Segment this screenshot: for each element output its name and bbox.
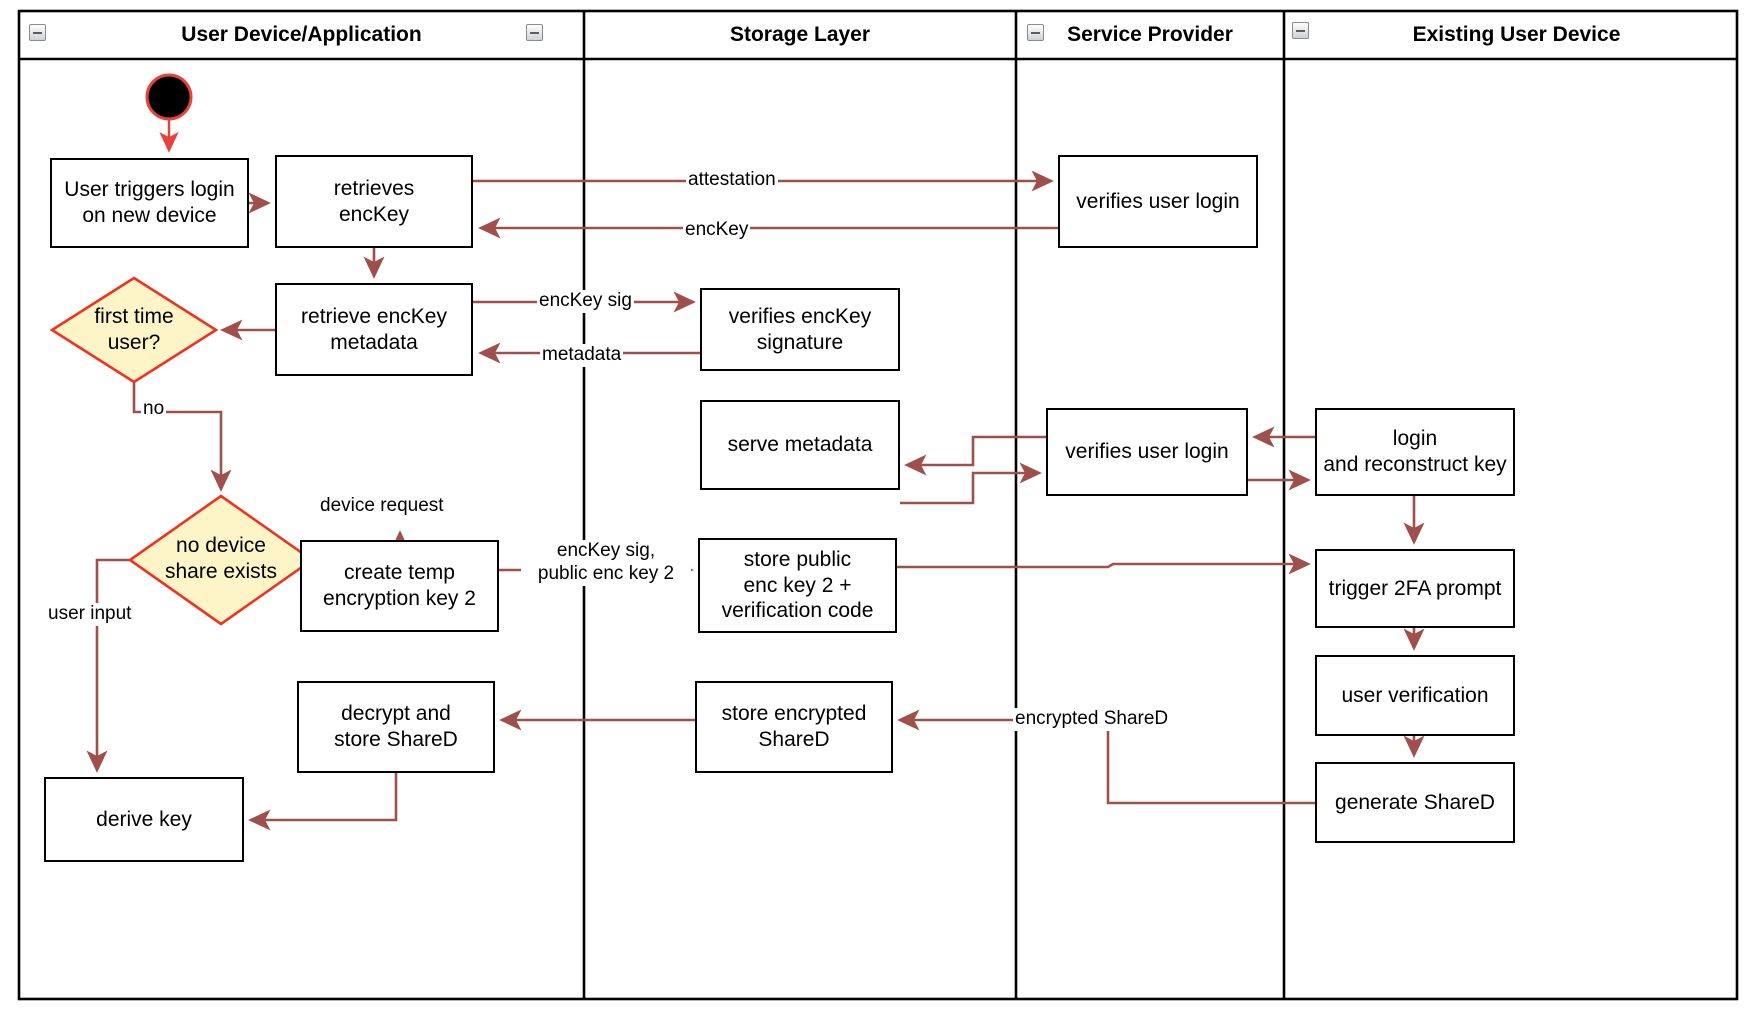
edge-serve-metadata-to-verifies-login [900,462,1042,505]
lane-title-service-provider: Service Provider [1067,23,1233,46]
node-derive-key[interactable]: derive key [44,777,244,862]
edge-decrypt-store-shared-to-derive-key [248,773,398,831]
decision-no-device-share-exists [127,494,315,626]
edge-label-encrypted-shared: encrypted ShareD [1013,708,1171,731]
minus-box-icon-lane-3[interactable] [1027,24,1044,41]
minus-box-icon-lane-4[interactable] [1292,22,1309,39]
node-decrypt-and-store-shared[interactable]: decrypt and store ShareD [297,681,495,773]
edge-label-no: no [141,398,167,421]
node-verifies-user-login-1[interactable]: verifies user login [1058,155,1258,248]
node-serve-metadata[interactable]: serve metadata [700,400,900,490]
edge-label-device-request: device request [318,495,446,518]
start-node [145,73,193,121]
node-login-and-reconstruct-key[interactable]: login and reconstruct key [1315,408,1515,496]
edge-verifies-login-to-serve-metadata [904,435,1046,476]
minus-box-icon-lane-1[interactable] [29,24,46,41]
node-generate-shared[interactable]: generate ShareD [1315,762,1515,843]
node-create-temp-encryption-key-2[interactable]: create temp encryption key 2 [300,540,499,632]
lane-title-existing-user-device: Existing User Device [1412,23,1621,46]
edge-label-user-input: user input [46,603,134,626]
decision-label-no-device-share-exists[interactable]: no device share exists [164,534,278,583]
edge-generate-shared-to-store-encrypted-shared [897,709,1315,805]
decision-label-first-time-user[interactable]: first time user? [94,305,174,354]
edge-label-attestation: attestation [686,169,778,192]
swimlane-frame [17,9,1739,1001]
edge-store-public-key-to-trigger-2fa [897,553,1311,575]
minus-box-icon-lane-2[interactable] [526,24,543,41]
edge-label-enckey-sig-public-enc-key-2: encKey sig, public enc key 2 [521,540,691,586]
lane-title-storage-layer: Storage Layer [729,23,871,46]
node-verifies-user-login-2[interactable]: verifies user login [1046,408,1248,496]
node-retrieve-enckey-metadata[interactable]: retrieve encKey metadata [275,283,473,376]
node-trigger-2fa-prompt[interactable]: trigger 2FA prompt [1315,549,1515,628]
node-retrieves-enckey[interactable]: retrieves encKey [275,155,473,248]
lane-title-user-device: User Device/Application [181,23,422,46]
edge-label-enckey: encKey [683,219,751,242]
edge-no-device-share-to-derive-key [86,558,130,773]
node-store-public-enc-key-2[interactable]: store public enc key 2 + verification co… [698,538,897,633]
edge-first-time-user-no-to-no-device-share [132,382,232,492]
edge-label-metadata: metadata [540,344,624,367]
decision-first-time-user [49,276,219,384]
node-user-triggers-login[interactable]: User triggers login on new device [50,158,249,248]
node-user-verification[interactable]: user verification [1315,655,1515,736]
node-verifies-enckey-signature[interactable]: verifies encKey signature [700,288,900,371]
node-store-encrypted-shared[interactable]: store encrypted ShareD [695,681,893,773]
edge-label-enckey-sig: encKey sig [537,290,634,313]
